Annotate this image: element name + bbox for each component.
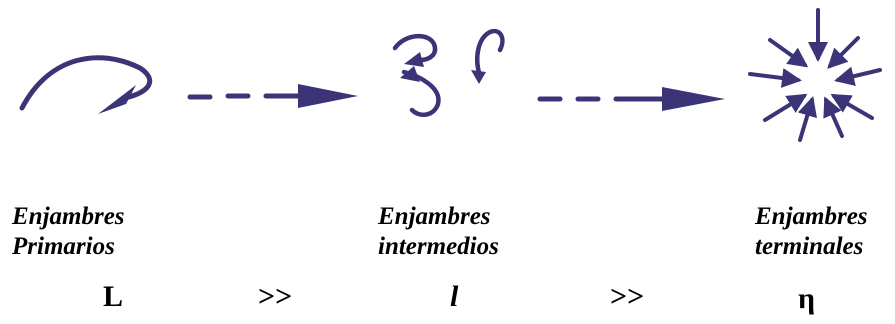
scale-symbol-intermediate: l (450, 280, 459, 313)
primary-eddy-icon (19, 55, 153, 114)
scale-symbol-primary: L (103, 280, 124, 313)
stage-label-terminal-line2: terminales (755, 233, 864, 260)
stage-label-primary-line1: Enjambres (12, 203, 125, 230)
intermediate-eddies-icon (392, 28, 505, 118)
stage-label-terminal: Enjambres terminales (755, 202, 868, 262)
dashed-arrow-1-icon (187, 84, 358, 108)
stage-label-intermediate: Enjambres intermedios (378, 202, 499, 262)
stage-label-primary: Enjambres Primarios (12, 202, 125, 262)
relation-symbol-2: >> (610, 280, 645, 313)
stage-label-intermediate-line1: Enjambres (378, 203, 491, 230)
relation-symbol-1: >> (258, 280, 293, 313)
stage-label-primary-line2: Primarios (12, 233, 115, 260)
stage-label-intermediate-line2: intermedios (378, 233, 499, 260)
stage-label-terminal-line1: Enjambres (755, 203, 868, 230)
dashed-arrow-2-icon (537, 87, 725, 111)
scale-symbol-terminal: η (798, 282, 816, 315)
terminal-eddies-icon (748, 8, 882, 142)
